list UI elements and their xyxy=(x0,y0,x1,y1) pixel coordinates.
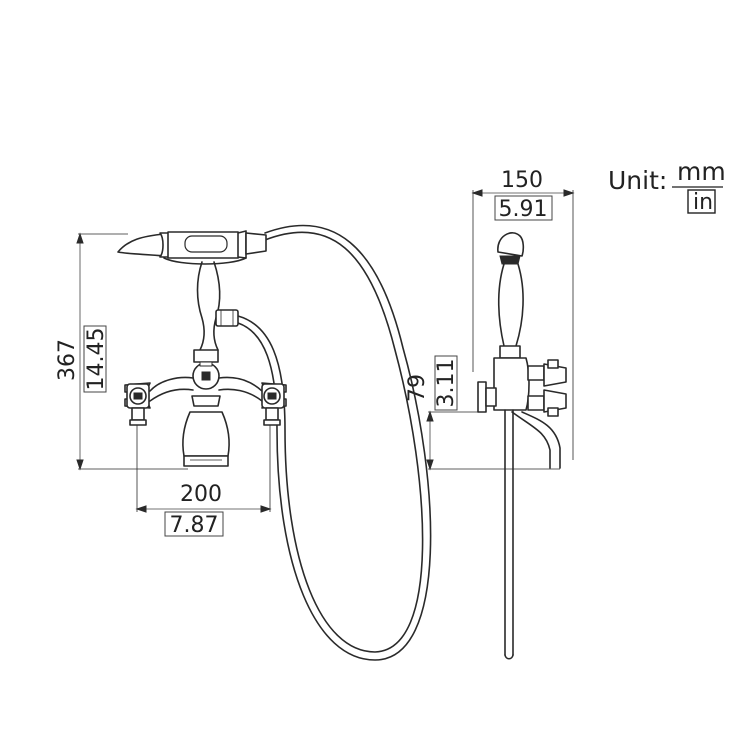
right-cross-handle xyxy=(261,382,287,426)
center-spacing-mm: 200 xyxy=(180,482,222,507)
center-spacing-in: 7.87 xyxy=(170,513,219,538)
unit-numerator-mm: mm xyxy=(677,157,726,186)
dimension-spout-height: 79 3.11 xyxy=(405,355,560,471)
overall-height-mm: 367 xyxy=(55,339,80,381)
overall-height-in: 14.45 xyxy=(84,328,109,391)
dimension-overall-height: 367 14.45 xyxy=(55,232,188,471)
faucet-side-view xyxy=(477,232,567,660)
dimension-center-spacing: 200 7.87 xyxy=(135,420,272,538)
left-cross-handle xyxy=(124,382,151,426)
shower-hose xyxy=(237,224,432,661)
spout-height-mm: 79 xyxy=(405,374,430,402)
dimension-spout-projection: 150 5.91 xyxy=(471,168,575,460)
unit-denominator-in: in xyxy=(693,190,713,215)
unit-denominator-box xyxy=(687,189,716,214)
unit-label: Unit: xyxy=(608,166,667,195)
faucet-front-view xyxy=(149,261,263,467)
spout-projection-mm: 150 xyxy=(501,168,543,193)
spout-projection-in: 5.91 xyxy=(499,197,548,222)
handshower xyxy=(117,230,267,265)
spout-height-in: 3.11 xyxy=(434,359,459,408)
unit-legend: Unit: mm in xyxy=(608,157,726,215)
